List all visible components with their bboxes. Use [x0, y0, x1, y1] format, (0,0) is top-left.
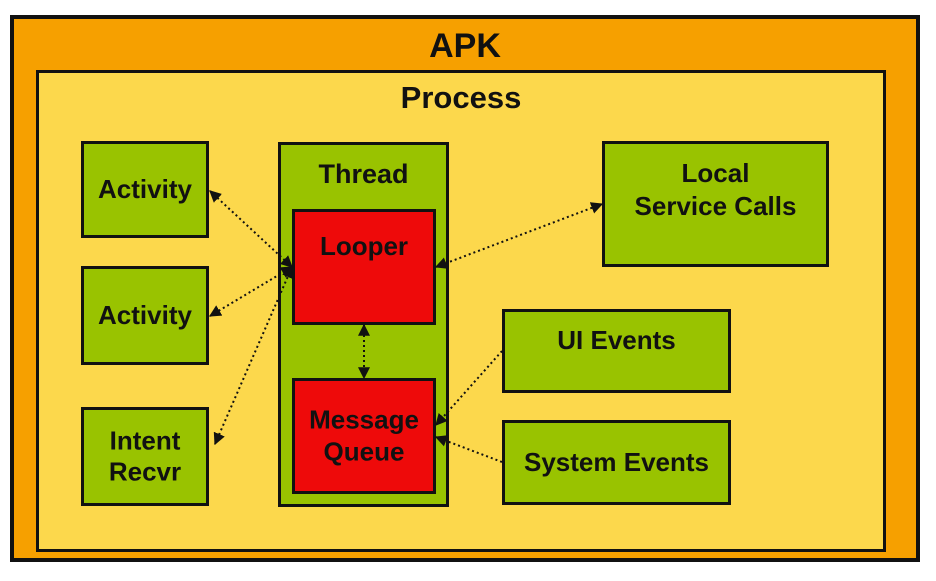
- thread-label: Thread: [318, 159, 409, 189]
- system-events-label: System Events: [524, 446, 709, 477]
- message-queue-label: Message Queue: [309, 404, 419, 466]
- looper-box: Looper: [292, 209, 436, 325]
- message-queue-box: Message Queue: [292, 378, 436, 494]
- process-label: Process: [400, 80, 522, 115]
- apk-label: APK: [429, 27, 501, 65]
- activity-label-1: Activity: [98, 173, 192, 204]
- ui-events-box: UI Events: [502, 309, 731, 393]
- local-service-calls-label: Local Service Calls: [634, 158, 797, 221]
- system-events-box: System Events: [502, 420, 731, 505]
- intent-receiver-label: Intent Recvr: [108, 424, 182, 487]
- ui-events-label: UI Events: [557, 325, 676, 355]
- activity-label-2: Activity: [98, 299, 192, 330]
- activity-box-2: Activity: [81, 266, 209, 365]
- looper-label: Looper: [319, 231, 409, 261]
- local-service-calls-box: Local Service Calls: [602, 141, 829, 267]
- intent-receiver-box: Intent Recvr: [81, 407, 209, 506]
- activity-box-1: Activity: [81, 141, 209, 238]
